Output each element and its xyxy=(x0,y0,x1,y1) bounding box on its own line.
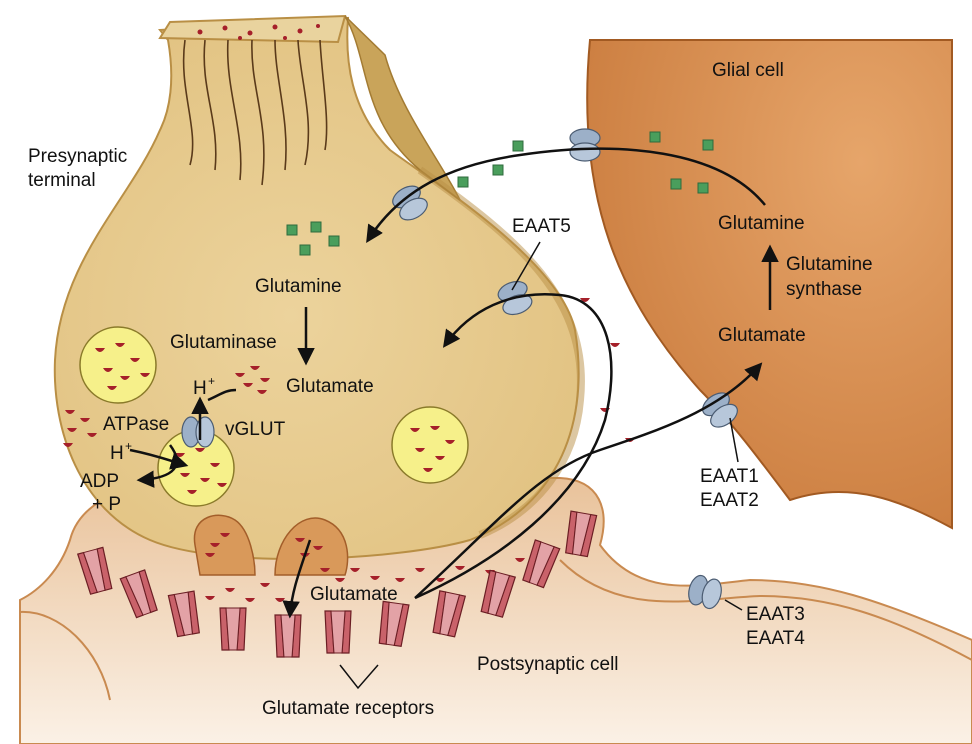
label-glutamine-synthase-2: synthase xyxy=(786,279,862,300)
label-glutamine-pre: Glutamine xyxy=(255,276,342,297)
label-h-plus-top: H xyxy=(193,378,207,399)
label-glutamate-pre: Glutamate xyxy=(286,376,374,397)
label-leader-lines xyxy=(339,241,743,690)
label-h-plus-left-sup: + xyxy=(125,439,132,453)
label-eaat1: EAAT1 xyxy=(700,466,759,487)
label-presynaptic-2: terminal xyxy=(28,170,96,191)
pathway-arrows xyxy=(129,147,779,619)
label-glutamine-glial: Glutamine xyxy=(718,213,805,234)
label-glutamine-synthase-1: Glutamine xyxy=(786,254,873,275)
label-h-plus-top-sup: + xyxy=(208,374,215,388)
label-presynaptic-1: Presynaptic xyxy=(28,146,127,167)
label-eaat3: EAAT3 xyxy=(746,604,805,625)
label-glutamate-glial: Glutamate xyxy=(718,325,806,346)
label-atpase: ATPase xyxy=(103,414,169,435)
label-glutamate-receptors: Glutamate receptors xyxy=(262,698,434,719)
label-plus-p: + P xyxy=(92,494,121,515)
label-h-plus-left: H xyxy=(110,443,124,464)
label-glial-cell: Glial cell xyxy=(712,60,784,81)
label-vglut: vGLUT xyxy=(225,419,286,440)
label-eaat5: EAAT5 xyxy=(512,216,571,237)
label-glutamate-cleft: Glutamate xyxy=(310,584,398,605)
label-adp: ADP xyxy=(80,471,119,492)
vesicles xyxy=(79,326,469,507)
label-glutaminase: Glutaminase xyxy=(170,332,277,353)
label-eaat2: EAAT2 xyxy=(700,490,759,511)
label-eaat4: EAAT4 xyxy=(746,628,805,649)
fusing-vesicles xyxy=(193,514,349,576)
label-postsynaptic-cell: Postsynaptic cell xyxy=(477,654,619,675)
